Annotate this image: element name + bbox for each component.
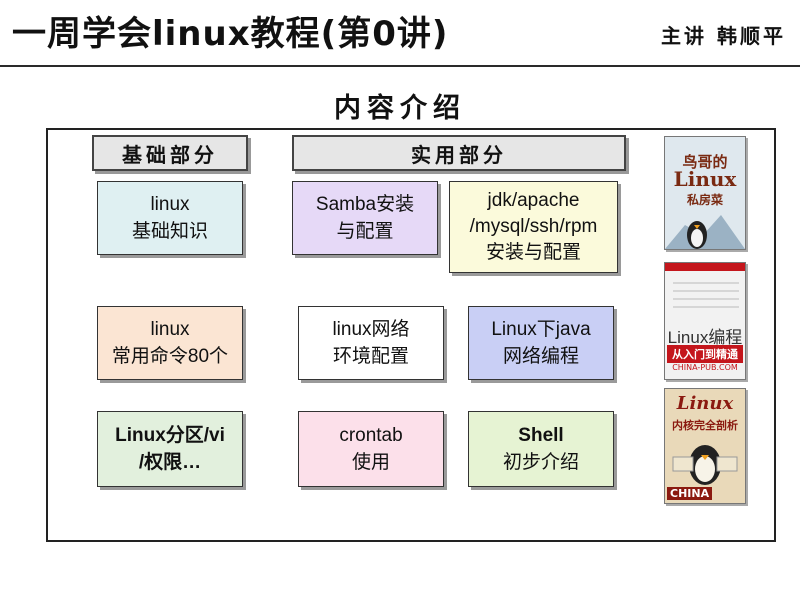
book-subtitle: 私房菜 bbox=[686, 193, 723, 207]
topic-line: 与配置 bbox=[336, 221, 394, 242]
topic-samba: Samba安装 与配置 bbox=[292, 181, 438, 255]
book-brand: 从入门到精通 bbox=[667, 345, 743, 363]
topic-line: 基础知识 bbox=[131, 221, 208, 242]
book-brand: Linux bbox=[673, 167, 737, 191]
topic-line: 使用 bbox=[351, 452, 390, 473]
book-cover-3: Linux 内核完全剖析 CHINA bbox=[664, 388, 746, 504]
book-title: Linux bbox=[676, 393, 734, 414]
topic-line: linux bbox=[150, 194, 190, 215]
book-cover-1: 鸟哥的 Linux 私房菜 bbox=[664, 136, 746, 250]
book-cover-2: Linux编程 从入门到精通 CHINA-PUB.COM bbox=[664, 262, 746, 380]
topic-java-network: Linux下java 网络编程 bbox=[468, 306, 614, 380]
penguin-icon bbox=[672, 445, 738, 485]
presenter-name: 主讲 韩顺平 bbox=[661, 24, 786, 48]
topic-line: 初步介绍 bbox=[502, 452, 579, 473]
topic-line: /权限… bbox=[138, 452, 202, 473]
book-subtitle: CHINA-PUB.COM bbox=[672, 363, 738, 372]
topic-line: 常用命令80个 bbox=[111, 346, 229, 367]
section-heading: 内容介绍 bbox=[334, 93, 466, 124]
book-subtitle: CHINA bbox=[667, 487, 713, 500]
topic-line: Shell bbox=[518, 425, 564, 446]
book-brand: 内核完全剖析 bbox=[672, 419, 738, 432]
topic-line: /mysql/ssh/rpm bbox=[469, 216, 598, 237]
book-title: 鸟哥的 bbox=[682, 153, 728, 171]
topic-linux-network: linux网络 环境配置 bbox=[298, 306, 444, 380]
topic-line: Samba安装 bbox=[315, 194, 415, 215]
topic-line: 安装与配置 bbox=[485, 242, 581, 263]
topic-linux-basics: linux 基础知识 bbox=[97, 181, 243, 255]
topic-linux-commands: linux 常用命令80个 bbox=[97, 306, 243, 380]
topic-jdk-apache-mysql: jdk/apache /mysql/ssh/rpm 安装与配置 bbox=[449, 181, 618, 273]
book-stripe bbox=[665, 263, 745, 271]
topic-line: Linux下java bbox=[491, 319, 591, 340]
penguin-icon bbox=[665, 215, 745, 249]
topic-line: 网络编程 bbox=[502, 346, 579, 367]
topic-line: 环境配置 bbox=[332, 346, 409, 367]
topic-partition-vi: Linux分区/vi /权限… bbox=[97, 411, 243, 487]
barcode-decoration-icon bbox=[673, 282, 739, 308]
practical-section-header: 实用部分 bbox=[292, 135, 626, 171]
topic-line: jdk/apache bbox=[487, 190, 580, 211]
book-title: Linux编程 bbox=[667, 328, 743, 347]
topic-line: linux bbox=[150, 319, 190, 340]
basic-section-header: 基础部分 bbox=[92, 135, 248, 171]
topic-crontab: crontab 使用 bbox=[298, 411, 444, 487]
topic-shell: Shell 初步介绍 bbox=[468, 411, 614, 487]
topic-line: Linux分区/vi bbox=[115, 425, 225, 446]
topic-line: crontab bbox=[339, 425, 403, 446]
title-divider bbox=[0, 65, 800, 67]
topic-line: linux网络 bbox=[332, 319, 410, 340]
slide-title: 一周学会linux教程(第0讲) bbox=[12, 14, 449, 54]
